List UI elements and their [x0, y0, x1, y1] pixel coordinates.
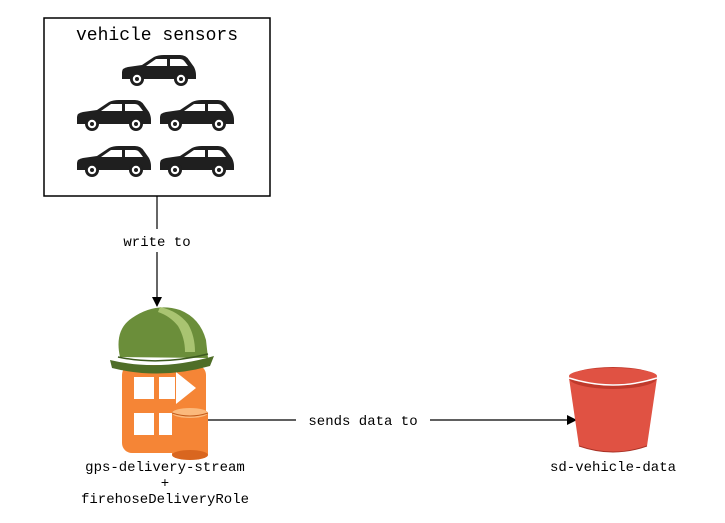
write-to-label: write to [123, 235, 190, 251]
sends-data-label: sends data to [308, 414, 417, 430]
firehose-label-line2: + [161, 476, 169, 492]
firehose-node: gps-delivery-stream + firehoseDeliveryRo… [81, 307, 249, 508]
sends-data-edge: sends data to [208, 414, 577, 430]
firehose-icon [122, 365, 209, 460]
helmet-icon [110, 307, 214, 374]
write-to-edge: write to [123, 196, 191, 307]
s3-bucket-icon [568, 367, 658, 453]
vehicle-sensors-box: vehicle sensors [43, 17, 271, 197]
bucket-label: sd-vehicle-data [550, 460, 676, 476]
firehose-label-line1: gps-delivery-stream [85, 460, 245, 476]
bucket-node: sd-vehicle-data [550, 367, 676, 476]
firehose-label-line3: firehoseDeliveryRole [81, 492, 249, 508]
vehicle-sensors-title: vehicle sensors [76, 26, 238, 46]
